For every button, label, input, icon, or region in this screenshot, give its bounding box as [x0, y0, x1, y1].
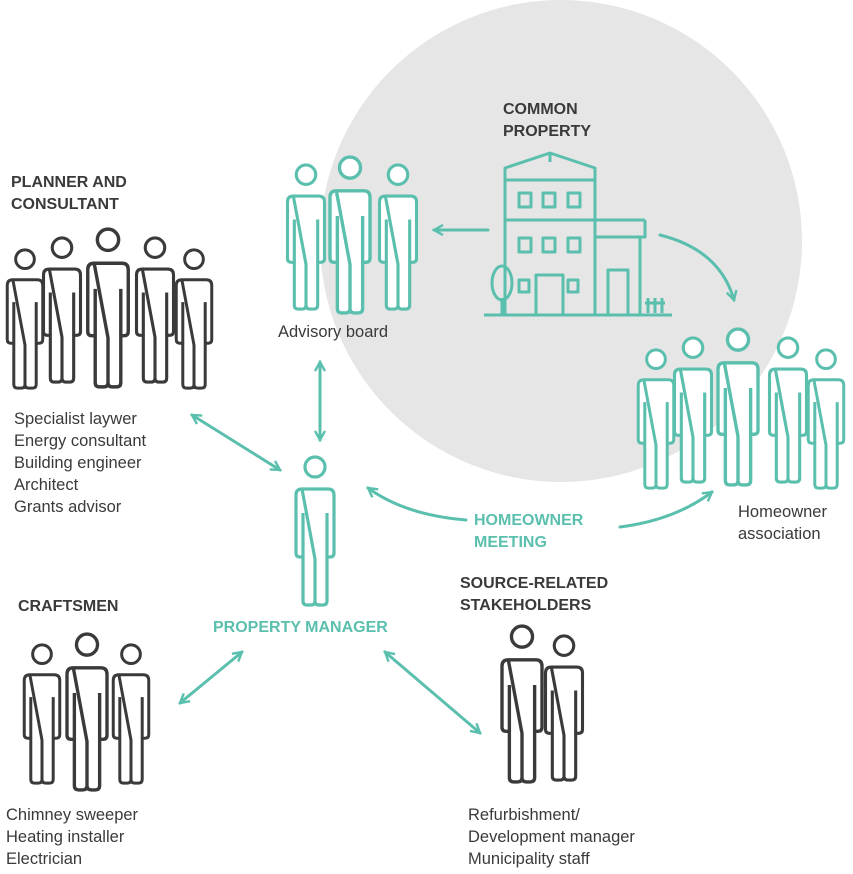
arrow-meeting-to-association	[618, 490, 712, 529]
list-item: Municipality staff	[468, 850, 590, 868]
heading-line: PROPERTY	[503, 123, 592, 140]
craftsmen-list: Chimney sweeper Heating installer Electr…	[6, 804, 138, 870]
label-line: association	[738, 525, 821, 543]
planner-group-icon	[5, 229, 214, 390]
source-related-group-icon	[502, 626, 585, 782]
heading-line: PLANNER AND	[11, 174, 127, 191]
arrow-planner-manager	[192, 413, 280, 472]
list-item: Electrician	[6, 850, 83, 868]
planner-list: Specialist laywer Energy consultant Buil…	[14, 408, 146, 518]
source-related-heading: SOURCE-RELATED STAKEHOLDERS	[460, 573, 608, 617]
label-line: MEETING	[474, 534, 547, 551]
list-item: Architect	[14, 476, 79, 494]
arrow-building-to-association	[658, 233, 734, 300]
craftsmen-group-icon	[22, 634, 151, 790]
building-icon	[484, 151, 672, 317]
heading-line: SOURCE-RELATED	[460, 575, 609, 592]
homeowner-association-label: Homeowner association	[738, 501, 827, 545]
homeowner-meeting-label: HOMEOWNER MEETING	[474, 510, 583, 554]
property-manager-person-icon	[294, 455, 336, 607]
property-manager-label: PROPERTY MANAGER	[213, 619, 388, 636]
common-property-heading: COMMON PROPERTY	[503, 99, 591, 143]
list-item: Grants advisor	[14, 498, 122, 516]
label-line: Homeowner	[738, 503, 827, 521]
heading-line: STAKEHOLDERS	[460, 597, 592, 614]
list-item: Heating installer	[6, 828, 125, 846]
arrow-craftsmen-manager	[180, 652, 242, 703]
common-property-circle	[320, 0, 802, 482]
heading-line: COMMON	[503, 101, 578, 118]
arrow-meeting-to-manager	[368, 486, 468, 522]
craftsmen-heading: CRAFTSMEN	[18, 598, 119, 615]
list-item: Development manager	[468, 828, 635, 846]
source-related-list: Refurbishment/ Development manager Munic…	[468, 804, 635, 870]
list-item: Specialist laywer	[14, 410, 137, 428]
list-item: Refurbishment/	[468, 806, 580, 824]
arrow-manager-source	[385, 652, 480, 733]
label-line: HOMEOWNER	[474, 512, 584, 529]
advisory-board-label: Advisory board	[278, 323, 389, 341]
list-item: Building engineer	[14, 454, 142, 472]
list-item: Energy consultant	[14, 432, 147, 450]
planner-heading: PLANNER AND CONSULTANT	[11, 172, 127, 216]
list-item: Chimney sweeper	[6, 806, 139, 824]
heading-line: CONSULTANT	[11, 196, 119, 213]
